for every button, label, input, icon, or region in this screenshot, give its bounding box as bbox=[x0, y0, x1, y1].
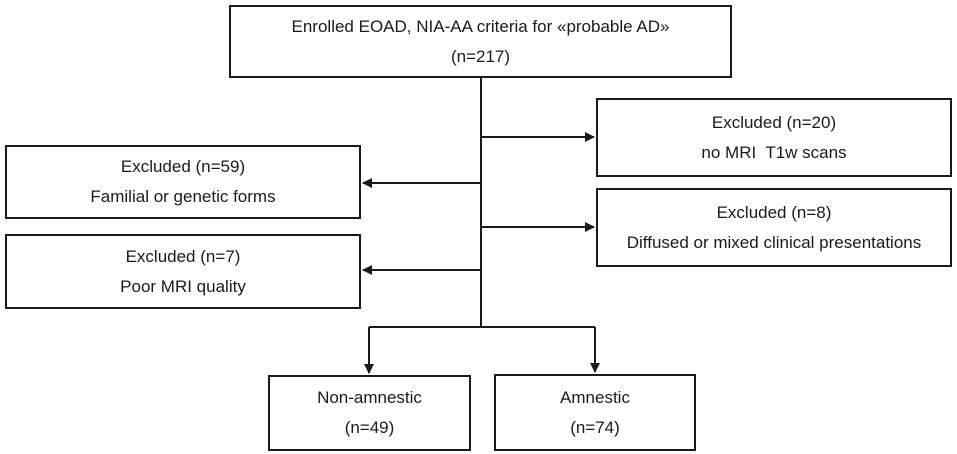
enrolled-count: (n=217) bbox=[450, 46, 511, 66]
excluded-diffused-count: Excluded (n=8) bbox=[716, 202, 832, 222]
excluded-diffused-reason: Diffused or mixed clinical presentations bbox=[626, 232, 922, 252]
amnestic-box: Amnestic (n=74) bbox=[494, 374, 696, 451]
non-amnestic-label: Non-amnestic bbox=[317, 388, 422, 407]
excluded-mri-box: Excluded (n=20) no MRI T1w scans bbox=[596, 98, 952, 177]
excluded-mri-count: Excluded (n=20) bbox=[711, 112, 837, 132]
excluded-diffused-box: Excluded (n=8) Diffused or mixed clinica… bbox=[596, 188, 952, 267]
enrolled-title: Enrolled EOAD, NIA-AA criteria for «prob… bbox=[291, 16, 670, 36]
excluded-mri-reason: no MRI T1w scans bbox=[701, 142, 847, 162]
enrolled-box: Enrolled EOAD, NIA-AA criteria for «prob… bbox=[229, 5, 732, 78]
excluded-familial-box: Excluded (n=59) Familial or genetic form… bbox=[5, 145, 361, 219]
excluded-familial-reason: Familial or genetic forms bbox=[90, 187, 276, 206]
amnestic-label: Amnestic bbox=[560, 387, 630, 407]
excluded-quality-reason: Poor MRI quality bbox=[120, 276, 246, 296]
excluded-quality-box: Excluded (n=7) Poor MRI quality bbox=[5, 234, 361, 309]
excluded-familial-count: Excluded (n=59) bbox=[120, 157, 246, 176]
non-amnestic-count: (n=49) bbox=[344, 418, 395, 437]
amnestic-count: (n=74) bbox=[570, 417, 620, 437]
non-amnestic-box: Non-amnestic (n=49) bbox=[268, 375, 471, 451]
excluded-quality-count: Excluded (n=7) bbox=[125, 246, 241, 266]
